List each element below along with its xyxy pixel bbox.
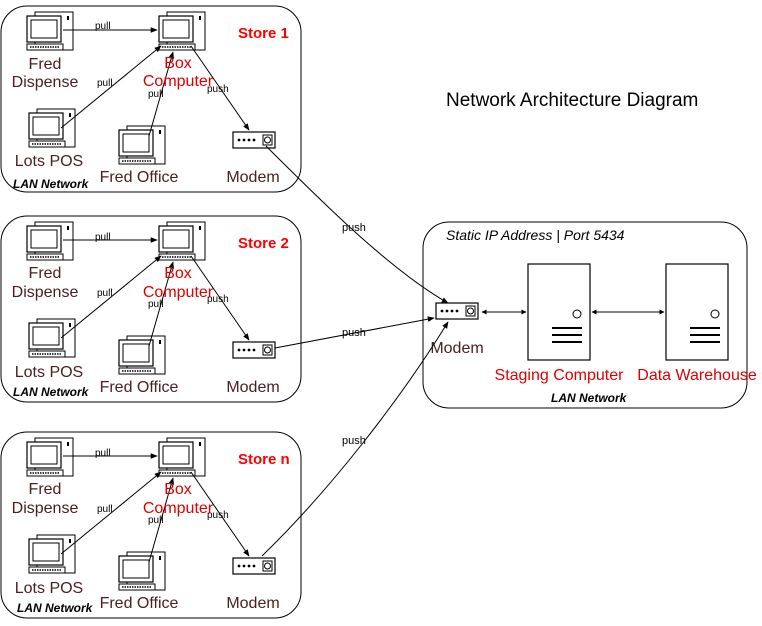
store-2-fred-dispense-label: Fred bbox=[29, 265, 62, 282]
store-n-push-label: push bbox=[207, 510, 229, 521]
store-2-box bbox=[0, 215, 302, 403]
store-n-fred-dispense-label: Dispense bbox=[12, 500, 79, 517]
store-n-box bbox=[0, 431, 302, 619]
store-1-box bbox=[0, 5, 302, 193]
central-modem-icon bbox=[435, 302, 479, 320]
store-n-title: Store n bbox=[238, 451, 290, 468]
store-2-fred-office-label: Fred Office bbox=[100, 379, 179, 396]
store-2-push-label: push bbox=[207, 294, 229, 305]
central-lan-label: LAN Network bbox=[551, 391, 628, 405]
store-2-modem-label: Modem bbox=[226, 379, 279, 396]
store-1-box-computer-label: Box bbox=[164, 55, 192, 72]
store-1-lots-pos-label: Lots POS bbox=[15, 153, 83, 170]
store-1-lan-label: LAN Network bbox=[13, 177, 90, 191]
central-network-group: Static IP Address | Port 5434 Modem Stag… bbox=[422, 221, 757, 409]
store-1-fred-dispense-label: Fred bbox=[29, 56, 62, 73]
store-1-fred-office-label: Fred Office bbox=[100, 169, 179, 186]
store-n-pull-label: pull bbox=[148, 515, 164, 526]
diagram-title: Network Architecture Diagram bbox=[446, 90, 698, 111]
store-2-fred-dispense-label: Dispense bbox=[12, 284, 79, 301]
wan-push-label: push bbox=[342, 222, 366, 234]
store-n-lots-pos-label: Lots POS bbox=[15, 580, 83, 597]
store-1-fred-dispense-label: Dispense bbox=[12, 74, 79, 91]
staging-computer-label: Staging Computer bbox=[495, 367, 625, 384]
store-n-fred-dispense-label: Fred bbox=[29, 481, 62, 498]
store-2-box-computer-label: Box bbox=[164, 265, 192, 282]
store-n-fred-office-label: Fred Office bbox=[100, 595, 179, 612]
wan-push-label: push bbox=[342, 435, 366, 447]
store-1-group: Store 1 pull pull pull push Fred Dispens… bbox=[0, 5, 302, 193]
store-2-title: Store 2 bbox=[238, 235, 289, 252]
staging-server-icon bbox=[527, 263, 591, 361]
store-n-box-computer-label: Computer bbox=[143, 500, 214, 517]
data-warehouse-label: Data Warehouse bbox=[637, 367, 757, 384]
store-n-group: Store n pull pull pull push Fred Dispens… bbox=[0, 431, 302, 619]
wan-push-label: push bbox=[342, 327, 366, 339]
store-1-pull-label: pull bbox=[95, 21, 111, 32]
store-2-wan-push-edge bbox=[274, 316, 435, 349]
store-n-lan-label: LAN Network bbox=[17, 601, 94, 615]
static-ip-label: Static IP Address | Port 5434 bbox=[446, 227, 625, 243]
store-n-pull-label: pull bbox=[97, 504, 113, 515]
store-2-pull-label: pull bbox=[95, 232, 111, 243]
store-n-pull-label: pull bbox=[95, 448, 111, 459]
store-2-pull-label: pull bbox=[97, 288, 113, 299]
store-2-box-computer-label: Computer bbox=[143, 284, 214, 301]
store-1-push-label: push bbox=[207, 84, 229, 95]
store-1-modem-label: Modem bbox=[226, 169, 279, 186]
warehouse-server-icon bbox=[665, 263, 729, 361]
store-2-pull-label: pull bbox=[148, 299, 164, 310]
store-2-lan-label: LAN Network bbox=[13, 385, 90, 399]
store-1-title: Store 1 bbox=[238, 25, 289, 42]
central-modem-label: Modem bbox=[430, 340, 483, 357]
store-2-group: Store 2 pull pull pull push Fred Dispens… bbox=[0, 215, 302, 403]
store-2-lots-pos-label: Lots POS bbox=[15, 364, 83, 381]
store-1-wan-push-edge bbox=[265, 145, 449, 304]
store-n-modem-label: Modem bbox=[226, 595, 279, 612]
store-1-pull-label: pull bbox=[148, 89, 164, 100]
store-1-pull-label: pull bbox=[97, 78, 113, 89]
store-n-wan-push-edge bbox=[261, 321, 449, 557]
store-n-box-computer-label: Box bbox=[164, 481, 192, 498]
store-1-box-computer-label: Computer bbox=[143, 73, 214, 90]
